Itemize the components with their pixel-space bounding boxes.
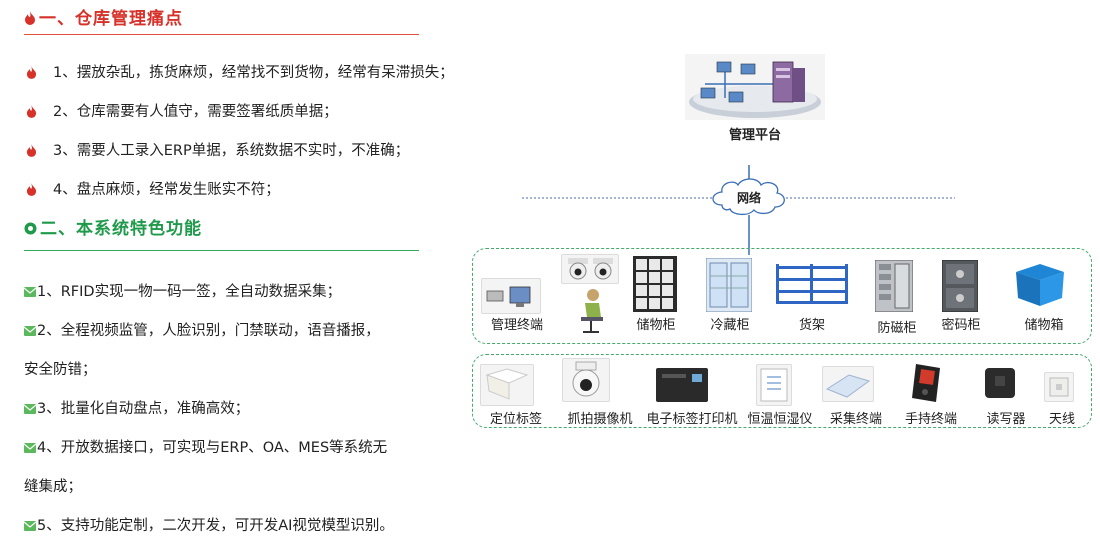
- fridge-icon: [705, 257, 753, 313]
- network-diagram-lines: [522, 165, 955, 255]
- device-label: 抓拍摄像机: [567, 412, 633, 427]
- list-item: 4、盘点麻烦，经常发生账实不符；: [26, 178, 280, 199]
- device-label: 储物柜: [636, 318, 676, 333]
- rack-icon: [776, 264, 848, 304]
- device-label: 天线: [1048, 412, 1075, 427]
- device-label: 冷藏柜: [710, 318, 750, 333]
- dome-camera-icon: [568, 258, 613, 280]
- storage-box-image: [1012, 262, 1066, 308]
- antenna-image: [1044, 372, 1074, 402]
- locker-icon: [633, 256, 677, 312]
- section2-title-text: 二、本系统特色功能: [40, 219, 202, 239]
- person-image: [573, 287, 609, 335]
- list-item: 2、仓库需要有人值守，需要签署纸质单据；: [26, 100, 338, 121]
- flame-icon: [25, 11, 35, 25]
- device-label: 恒温恒湿仪: [747, 412, 813, 427]
- device-label: 读写器: [986, 412, 1026, 427]
- list-item: 1、摆放杂乱，拣货麻烦，经常找不到货物，经常有呆滞损失；: [26, 61, 454, 82]
- section2-title: 二、本系统特色功能: [24, 214, 202, 239]
- device-group-collection: [472, 354, 1092, 428]
- ptz-camera-icon: [572, 361, 600, 397]
- green-circle-icon: [24, 222, 37, 235]
- safe-icon: [941, 259, 979, 313]
- drawer-cabinet-icon: [874, 259, 914, 313]
- device-group-storage: [472, 248, 1092, 344]
- flame-icon: [26, 66, 37, 79]
- refrigerator-image: [705, 257, 753, 313]
- device-label: 管理终端: [490, 318, 543, 333]
- thermo-hygrometer-image: [756, 364, 792, 406]
- flame-icon: [26, 105, 37, 118]
- list-item: 2、全程视频监管，人脸识别，门禁联动，语音播报，: [24, 319, 380, 340]
- reader-writer-image: [982, 366, 1018, 400]
- rfid-reader-icon: [985, 368, 1015, 398]
- handheld-device-icon: [912, 364, 940, 402]
- collection-terminal-image: [822, 366, 874, 402]
- section1-title-text: 一、仓库管理痛点: [39, 9, 183, 29]
- device-label: 定位标签: [489, 412, 542, 427]
- location-tag-image: [480, 364, 534, 406]
- printer-icon: [656, 368, 708, 402]
- envelope-icon: [24, 287, 36, 297]
- tag-icon: [485, 368, 529, 400]
- handheld-terminal-image: [906, 360, 948, 404]
- flame-icon: [26, 144, 37, 157]
- list-item-continuation: 安全防错；: [24, 362, 97, 378]
- safe-image: [941, 259, 979, 313]
- envelope-icon: [24, 326, 36, 336]
- list-item: 3、需要人工录入ERP单据，系统数据不实时，不准确；: [26, 139, 409, 160]
- server-network-icon: [685, 54, 825, 120]
- platform-label: 管理平台: [728, 128, 781, 143]
- section1-divider: [24, 34, 419, 35]
- device-label: 电子标签打印机: [646, 412, 738, 427]
- device-label: 防磁柜: [877, 321, 917, 336]
- sensor-icon: [760, 368, 788, 402]
- management-terminal-image: [481, 278, 541, 314]
- device-label: 储物箱: [1024, 318, 1064, 333]
- storage-cabinet-image: [633, 256, 677, 312]
- camera-image: [561, 254, 619, 284]
- management-platform-image: [685, 54, 825, 120]
- device-label: 货架: [798, 318, 825, 333]
- section1-title: 一、仓库管理痛点: [24, 4, 183, 29]
- shelf-image: [774, 262, 850, 306]
- seated-person-icon: [581, 289, 603, 333]
- device-label: 密码柜: [941, 318, 981, 333]
- flame-icon: [26, 183, 37, 196]
- label-printer-image: [654, 364, 710, 404]
- reader-pad-icon: [825, 374, 871, 398]
- list-item: 5、支持功能定制，二次开发，可开发AI视觉模型识别。: [24, 514, 394, 535]
- list-item: 4、开放数据接口，可实现与ERP、OA、MES等系统无: [24, 436, 387, 457]
- list-item: 3、批量化自动盘点，准确高效；: [24, 397, 249, 418]
- envelope-icon: [24, 521, 36, 531]
- magnetic-cabinet-image: [874, 259, 914, 313]
- antenna-icon: [1049, 377, 1069, 397]
- computer-icon: [486, 286, 531, 307]
- crate-icon: [1016, 264, 1064, 306]
- snapshot-camera-image: [562, 358, 610, 402]
- section2-divider: [24, 250, 419, 251]
- list-item: 1、RFID实现一物一码一签，全自动数据采集；: [24, 280, 341, 301]
- envelope-icon: [24, 443, 36, 453]
- list-item-continuation: 缝集成；: [24, 479, 82, 495]
- network-label: 网络: [736, 191, 761, 205]
- device-label: 手持终端: [904, 412, 957, 427]
- device-label: 采集终端: [829, 412, 882, 427]
- envelope-icon: [24, 404, 36, 414]
